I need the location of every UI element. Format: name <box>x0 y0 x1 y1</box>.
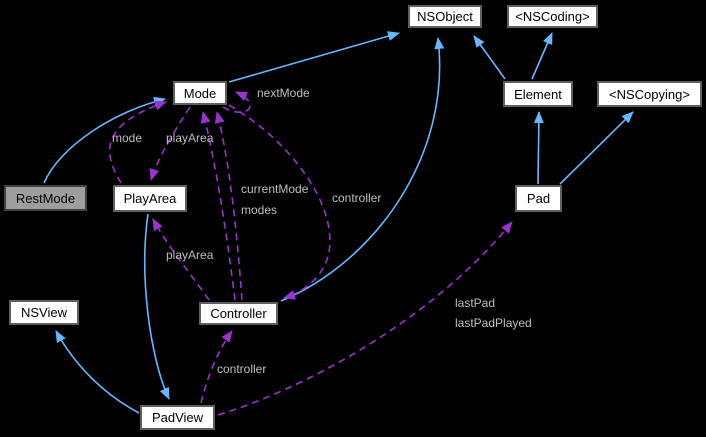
edge-element-to-nscoding <box>531 32 553 80</box>
edge-playarea-to-padview <box>144 213 170 400</box>
node-controller[interactable]: Controller <box>199 302 278 325</box>
edge-controller-mode-2 <box>214 111 243 301</box>
edge-padview-to-nsview <box>55 330 140 414</box>
edge-mode-nextmode-loop <box>222 91 251 113</box>
edge-mode-controller <box>228 104 331 300</box>
edge-restmode-to-mode <box>43 96 166 184</box>
edge-controller-mode-1 <box>200 111 236 301</box>
node-pad[interactable]: Pad <box>515 185 562 212</box>
edge-controller-playarea <box>152 218 210 301</box>
edge-label-mode: mode <box>112 131 143 145</box>
node-nsobject[interactable]: NSObject <box>408 5 482 28</box>
edge-label-playarea-upper: playArea <box>166 131 214 145</box>
edge-label-lastpadplayed: lastPadPlayed <box>455 316 532 330</box>
edge-mode-playarea <box>149 106 191 181</box>
edge-label-controller-lower: controller <box>217 362 267 376</box>
edge-padview-controller <box>200 330 233 404</box>
edge-pad-to-element <box>533 111 544 185</box>
node-nscoding[interactable]: <NSCoding> <box>507 5 598 28</box>
node-playarea[interactable]: PlayArea <box>113 185 187 212</box>
node-nscopying[interactable]: <NSCopying> <box>597 81 702 107</box>
edge-label-modes: modes <box>241 203 278 217</box>
edge-label-currentmode: currentMode <box>241 182 309 196</box>
edge-label-lastpad: lastPad <box>455 296 496 310</box>
node-element[interactable]: Element <box>503 81 573 107</box>
edge-mode-to-nsobject <box>228 31 400 83</box>
node-nsview[interactable]: NSView <box>9 300 79 325</box>
edge-label-nextmode: nextMode <box>257 86 310 100</box>
edge-controller-to-nsobject <box>280 37 445 302</box>
node-restmode[interactable]: RestMode <box>4 185 87 211</box>
edge-element-to-nsobject <box>473 35 506 80</box>
node-padview[interactable]: PadView <box>140 405 215 430</box>
edge-pad-to-nscopying <box>559 111 634 185</box>
edge-label-controller-upper: controller <box>332 191 382 205</box>
edge-label-playarea-lower: playArea <box>166 248 214 262</box>
node-mode[interactable]: Mode <box>173 81 227 105</box>
edge-padview-pad <box>217 221 513 416</box>
